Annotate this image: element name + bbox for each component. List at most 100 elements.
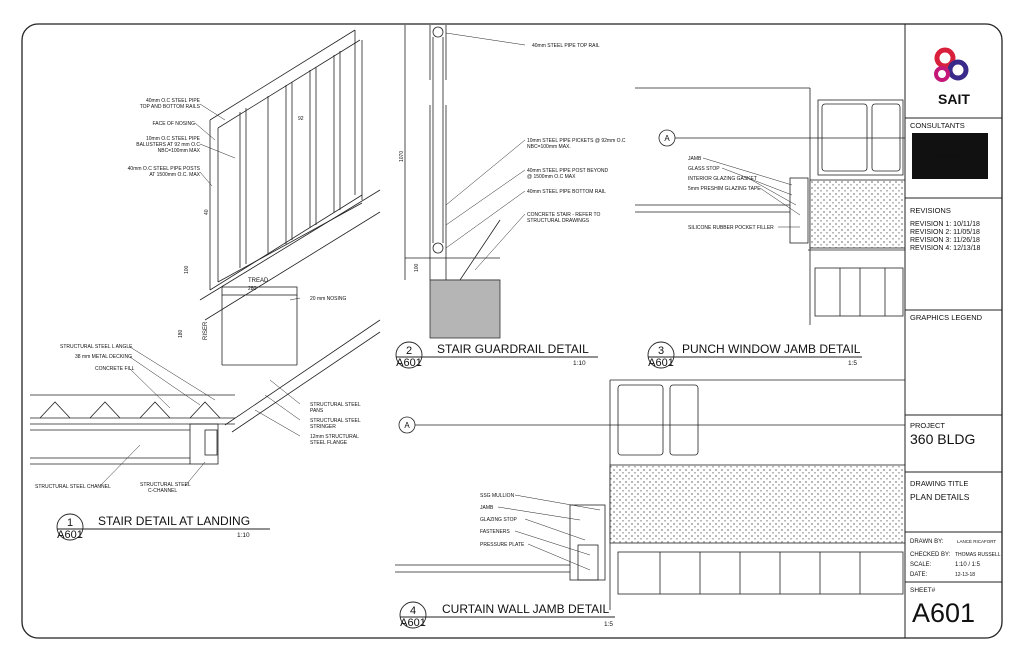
drawn-by-label: DRAWN BY: [910, 539, 944, 545]
svg-text:A: A [404, 421, 410, 430]
detail-4-drawing [395, 379, 905, 610]
drawing-title: PLAN DETAILS [910, 492, 970, 502]
note: STRUCTURAL DRAWINGS [527, 218, 590, 224]
graphics-legend-label: GRAPHICS LEGEND [910, 313, 983, 322]
svg-text:1:5: 1:5 [604, 621, 613, 628]
project-label: PROJECT [910, 421, 945, 430]
note: 12mm STRUCTURAL [310, 434, 359, 440]
detail-4-notes: SSG MULLION JAMB GLAZING STOP FASTENERS … [480, 493, 525, 548]
note: STRUCTURAL STEEL [310, 402, 361, 408]
consultant-logo: R ARCHITECTURE [912, 133, 988, 179]
dim: 100 [414, 263, 420, 272]
note: FACE OF NOSING [152, 121, 195, 127]
sait-logo: SAIT [934, 47, 970, 107]
note: STRINGER [310, 424, 336, 430]
project-name: 360 BLDG [910, 431, 975, 447]
date-value: 12-13-18 [955, 572, 975, 578]
consultants-label: CONSULTANTS [910, 121, 965, 130]
note: @ 1500mm O.C MAX [527, 174, 576, 180]
svg-text:1:10: 1:10 [573, 360, 586, 367]
note: 20 mm NOSING [310, 296, 347, 302]
note: AT 1500mm O.C. MAX [149, 172, 200, 178]
title-block [904, 24, 1002, 638]
note: JAMB [480, 505, 494, 511]
grid-marker-a-2: A [398, 416, 416, 434]
svg-text:STAIR DETAIL AT LANDING: STAIR DETAIL AT LANDING [98, 514, 250, 528]
note: SSG MULLION [480, 493, 515, 499]
drawing-title-label: DRAWING TITLE [910, 479, 968, 488]
note: STRUCTURAL STEEL [140, 482, 191, 488]
detail-2-drawing [404, 25, 501, 281]
note: NBC=100mm MAX. [527, 144, 571, 150]
note: GLAZING STOP [480, 517, 518, 523]
note: CONCRETE FILL [95, 366, 135, 372]
note: FASTENERS [480, 529, 510, 535]
drawn-by: LANCE RICAFORT [957, 539, 996, 544]
revision-item: REVISION 1: 10/11/18 [910, 221, 980, 228]
note: INTERIOR GLAZING GASKET [688, 176, 757, 182]
tread-label: TREAD [248, 278, 269, 284]
note: SILICONE RUBBER POCKET FILLER [688, 225, 774, 231]
svg-text:A601: A601 [396, 357, 422, 369]
revision-item: REVISION 4: 12/13/18 [910, 245, 981, 252]
sheet-border [21, 23, 1003, 639]
detail-3-leaders [702, 157, 801, 228]
svg-text:R: R [926, 153, 931, 160]
note: CONCRETE STAIR - REFER TO [527, 212, 600, 218]
checked-by-label: CHECKED BY: [910, 552, 951, 558]
svg-text:1:5: 1:5 [848, 360, 857, 367]
dim: 40 [204, 209, 210, 215]
svg-text:A601: A601 [648, 357, 674, 369]
note: C-CHANNEL [148, 488, 177, 494]
note: BALUSTERS AT 92 mm O.C [136, 142, 200, 148]
detail-1-leaders [99, 103, 301, 487]
sheet-label: SHEET# [910, 587, 936, 594]
grid-marker-a-1: A [658, 129, 676, 147]
scale-value: 1:10 / 1:5 [955, 562, 981, 568]
detail-tag-4: 4 A601 CURTAIN WALL JAMB DETAIL 1:5 [399, 601, 615, 629]
svg-text:PUNCH WINDOW JAMB DETAIL: PUNCH WINDOW JAMB DETAIL [682, 342, 861, 356]
svg-text:2: 2 [406, 345, 412, 357]
revision-item: REVISION 3: 11/26/18 [910, 237, 980, 244]
revision-item: REVISION 2: 11/05/18 [910, 229, 980, 236]
revisions-label: REVISIONS [910, 206, 951, 215]
svg-text:1:10: 1:10 [237, 532, 250, 539]
dim: 100 [184, 265, 190, 274]
note: 10mm STEEL PIPE PICKETS @ 92mm O.C [527, 138, 626, 144]
note: 5mm PRESHIM GLAZING TAPE [688, 186, 761, 192]
svg-text:A601: A601 [57, 529, 83, 541]
detail-4-leaders [497, 494, 601, 571]
note: GLASS STOP [688, 166, 720, 172]
svg-text:A601: A601 [400, 617, 426, 629]
note: PANS [310, 408, 324, 414]
scale-label: SCALE: [910, 562, 932, 568]
insulation-4 [609, 464, 906, 544]
dim: 92 [298, 116, 304, 122]
note: 10mm O.C STEEL PIPE [146, 136, 201, 142]
concrete-stair-block [429, 279, 501, 339]
note: STRUCTURAL STEEL [310, 418, 361, 424]
note: 40mm O.C STEEL PIPE [146, 98, 201, 104]
dim: 280 [248, 286, 257, 292]
detail-tag-1: 1 A601 STAIR DETAIL AT LANDING 1:10 [56, 513, 270, 541]
detail-3-notes: JAMB GLASS STOP INTERIOR GLAZING GASKET … [688, 156, 774, 231]
detail-2-leaders [445, 32, 526, 271]
svg-text:STAIR GUARDRAIL DETAIL: STAIR GUARDRAIL DETAIL [437, 342, 589, 356]
sheet-number: A601 [912, 598, 975, 628]
svg-text:3: 3 [658, 345, 664, 357]
note: STRUCTURAL STEEL L ANGLE [60, 344, 133, 350]
detail-tag-2: 2 A601 STAIR GUARDRAIL DETAIL 1:10 [395, 341, 598, 369]
svg-text:CURTAIN WALL JAMB DETAIL: CURTAIN WALL JAMB DETAIL [442, 602, 609, 616]
note: NBC=100mm MAX [158, 148, 201, 154]
note: JAMB [688, 156, 702, 162]
svg-text:SAIT: SAIT [938, 91, 970, 107]
svg-text:1: 1 [67, 517, 73, 529]
note: TOP AND BOTTOM RAILS [140, 104, 201, 110]
note: 40mm STEEL PIPE POST BEYOND [527, 168, 609, 174]
svg-text:4: 4 [410, 605, 416, 617]
svg-text:A: A [664, 134, 670, 143]
dim: 180 [178, 329, 184, 338]
note: STEEL FLANGE [310, 440, 348, 446]
riser-label: RISER [203, 321, 209, 340]
svg-text:ARCHITECTURE: ARCHITECTURE [934, 154, 962, 158]
